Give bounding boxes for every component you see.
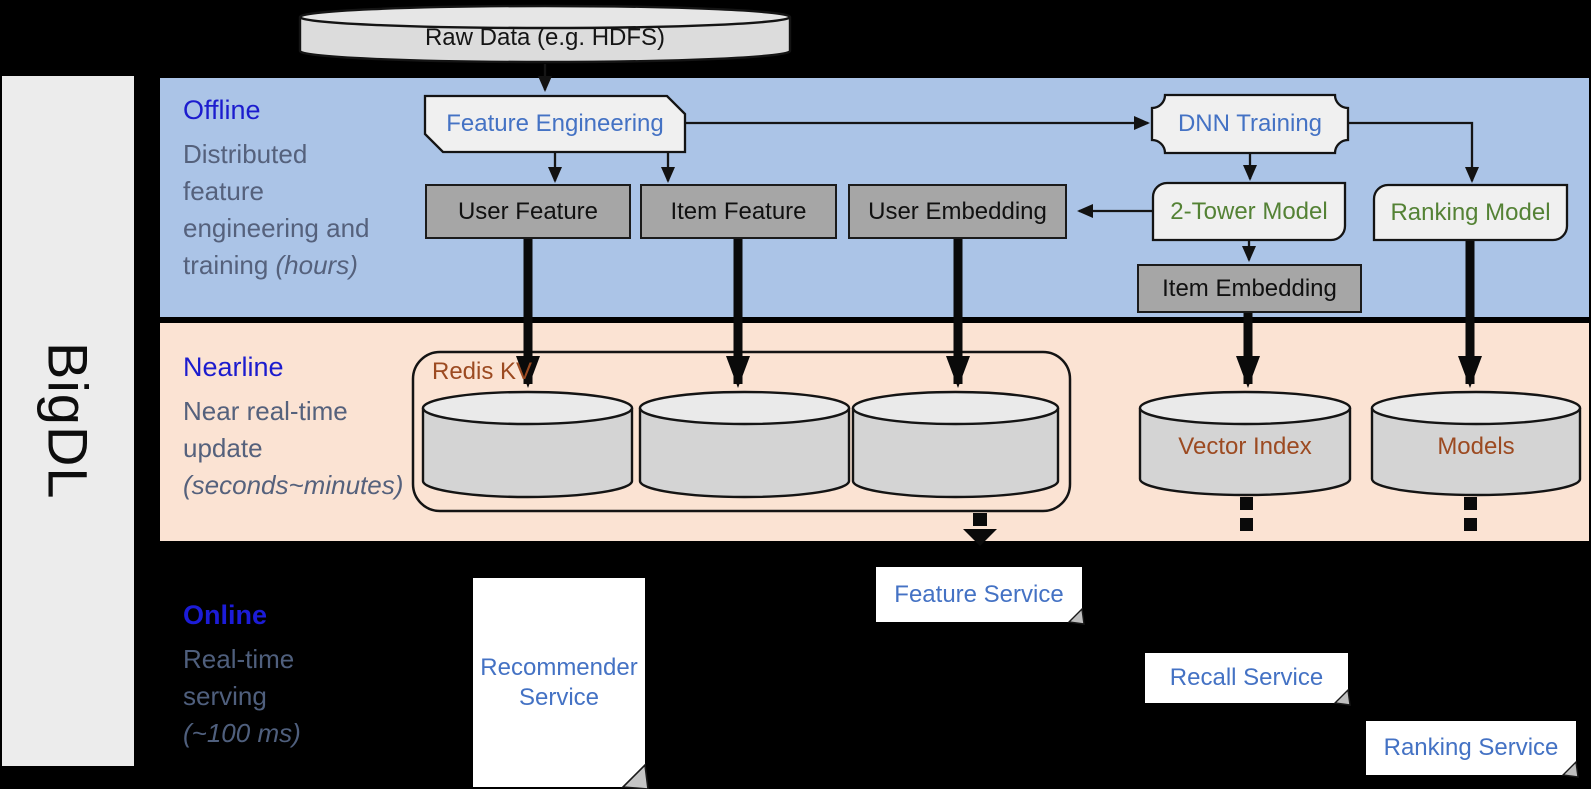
models-cylinder	[1370, 390, 1582, 497]
redis-cylinder-1	[421, 390, 634, 499]
item-feature-node: Item Feature	[640, 184, 837, 239]
offline-title: Offline	[183, 95, 261, 125]
two-tower-model-node	[1151, 181, 1347, 242]
nearline-title: Nearline	[183, 352, 284, 382]
online-label-block: Online Real-time serving (~100 ms)	[183, 600, 421, 752]
item-feature-label: Item Feature	[670, 197, 807, 225]
user-feature-label: User Feature	[457, 197, 599, 225]
redis-to-feature-service-arrowhead	[963, 529, 997, 546]
nearline-desc-line: Near real-time	[183, 396, 348, 426]
feature-engineering-node	[423, 94, 687, 154]
user-embedding-label: User Embedding	[868, 197, 1047, 225]
online-desc-line: Real-time	[183, 644, 295, 674]
dashed-connectors	[963, 497, 1477, 546]
redis-cylinder-3	[851, 390, 1060, 499]
offline-desc-line: engineering and	[183, 213, 370, 243]
ranking-service-card	[1366, 721, 1576, 775]
models-dash	[1464, 518, 1477, 531]
offline-desc-line: feature	[183, 176, 264, 206]
recall-service-fold	[1333, 688, 1351, 706]
online-desc-line: serving	[183, 681, 267, 711]
dnn-training-node	[1150, 93, 1350, 155]
ranking-model-node	[1372, 183, 1569, 242]
online-service-shapes	[473, 567, 1579, 789]
offline-desc-line: training (hours)	[183, 250, 358, 280]
feature-service-fold	[1067, 607, 1085, 625]
redis-to-feature-service-dash	[973, 513, 987, 526]
offline-desc-line: Distributed	[183, 139, 308, 169]
vector-index-dash	[1240, 518, 1253, 531]
ranking-service-fold	[1561, 760, 1579, 778]
vector-index-dash	[1240, 497, 1253, 510]
redis-cylinder-2	[638, 390, 851, 499]
offline-label-block: Offline Distributed feature engineering …	[183, 95, 421, 284]
bigdl-logo-text: BigDL	[36, 342, 100, 500]
user-embedding-node: User Embedding	[848, 184, 1067, 239]
online-desc-line: (~100 ms)	[183, 718, 301, 748]
recommender-service-document	[473, 578, 645, 787]
models-dash	[1464, 497, 1477, 510]
online-title: Online	[183, 600, 268, 630]
nearline-desc-line: update	[183, 433, 263, 463]
dnn-to-ranking-model-arrow	[1348, 121, 1479, 183]
raw-data-cylinder	[298, 4, 792, 64]
feature-service-card	[876, 567, 1082, 622]
vector-index-cylinder	[1138, 390, 1352, 497]
item-embedding-node: Item Embedding	[1137, 264, 1362, 313]
nearline-label-block: Nearline Near real-time update (seconds~…	[183, 352, 421, 504]
bigdl-brand-bar: BigDL	[2, 76, 134, 766]
recall-service-card	[1145, 653, 1348, 703]
thick-connectors	[516, 237, 1482, 388]
thin-arrows	[538, 64, 1479, 262]
user-feature-node: User Feature	[425, 184, 631, 239]
item-embedding-label: Item Embedding	[1162, 274, 1337, 302]
recommender-service-fold	[621, 763, 649, 789]
nearline-desc-line: (seconds~minutes)	[183, 470, 404, 500]
